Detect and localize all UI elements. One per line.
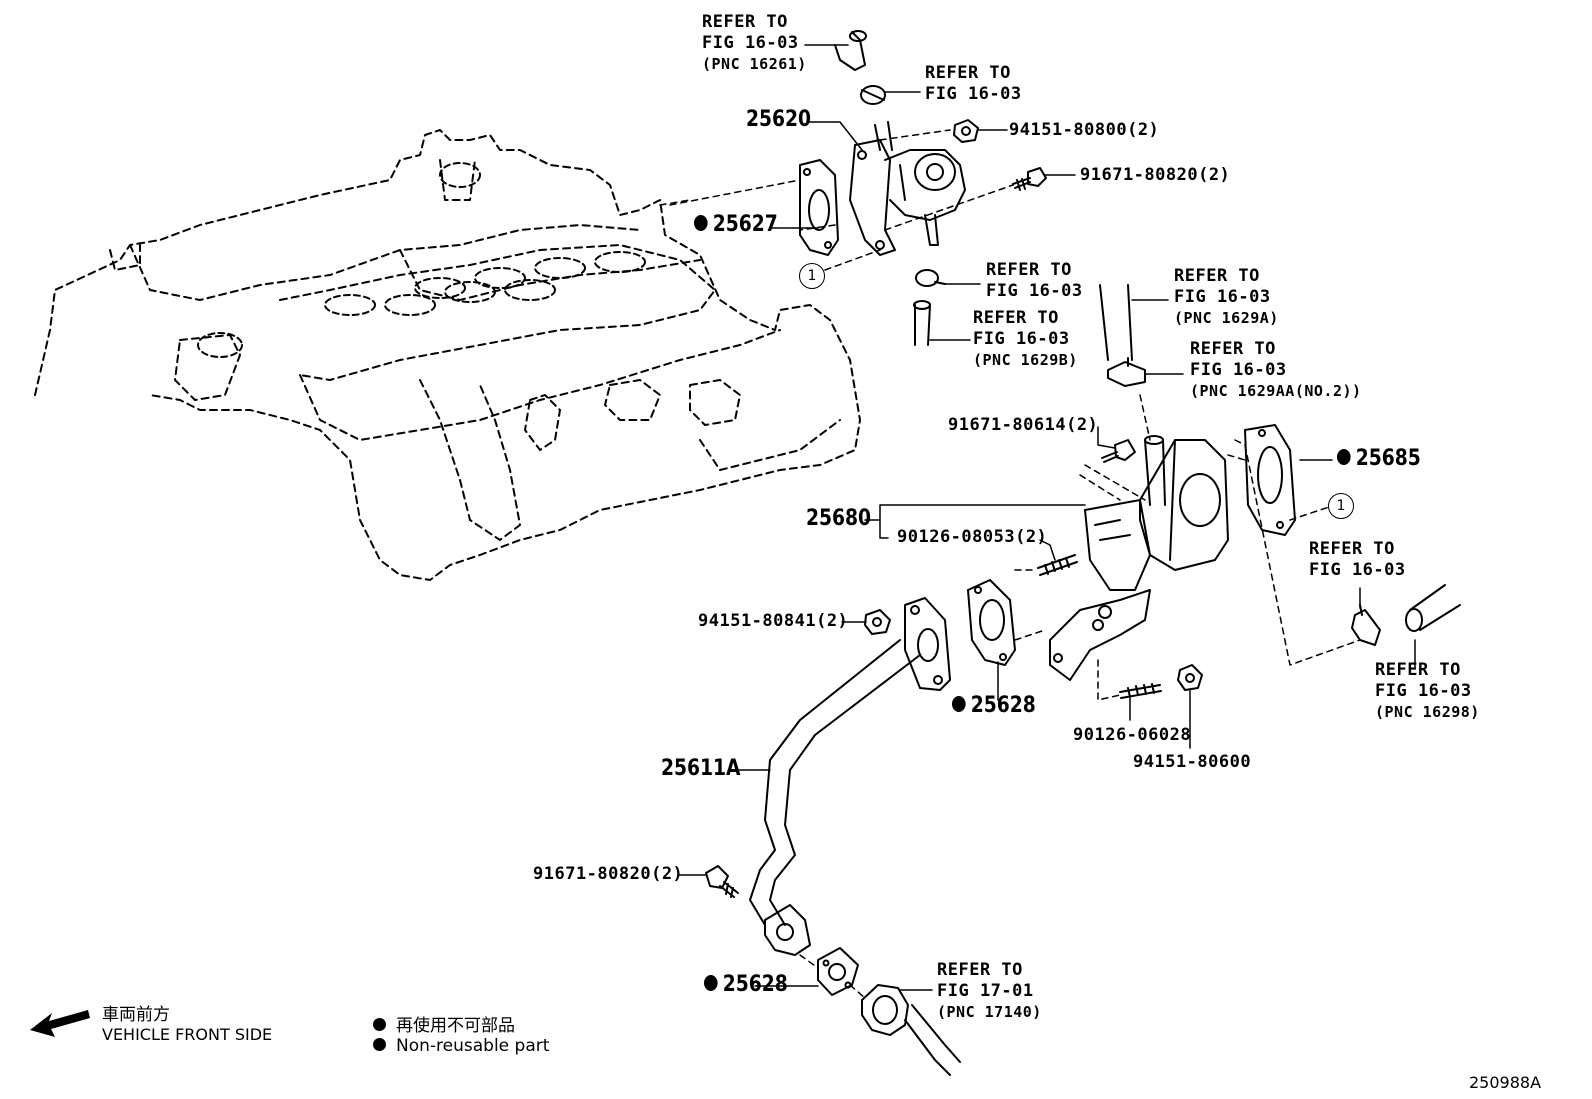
part-label-94151-80800: 94151-80800(2) (1009, 120, 1160, 140)
part-label-25628-low: 25628 (704, 972, 788, 997)
ref-line: REFER TO (937, 960, 1023, 980)
ref-line: (PNC 17140) (937, 1003, 1042, 1021)
cylinder-head-ports (197, 162, 646, 358)
figure-id: 250988A (1469, 1073, 1542, 1092)
ref-line: REFER TO (1174, 266, 1260, 286)
ref-line: FIG 16-03 (973, 329, 1070, 349)
part-number: 25627 (712, 212, 778, 237)
nut-94151-80841 (864, 609, 891, 635)
clamp-top (860, 85, 886, 105)
part-label-90126-08053: 90126-08053(2) (897, 527, 1048, 547)
ref-line: FIG 17-01 (937, 981, 1034, 1001)
callout-1-upper: 1 (799, 263, 825, 289)
part-label-90126-06028: 90126-06028 (1073, 725, 1192, 745)
non-reusable-dot-icon (704, 975, 718, 991)
part-label-25628-mid: 25628 (952, 693, 1036, 718)
hose-1629B (913, 300, 931, 346)
ref-label-clamp-top: REFER TO FIG 16-03 (925, 63, 1022, 105)
non-reusable-dot-icon (373, 1017, 386, 1031)
ref-line: (PNC 16261) (702, 55, 807, 73)
ref-line: REFER TO (1309, 539, 1395, 559)
gasket-25628-mid (967, 579, 1016, 666)
ref-label-1629B: REFER TO FIG 16-03 (PNC 1629B) (973, 308, 1078, 371)
part-label-91671-80614: 91671-80614(2) (948, 415, 1099, 435)
part-label-94151-80841: 94151-80841(2) (698, 611, 849, 631)
ref-line: FIG 16-03 (925, 84, 1022, 104)
stud-90126-08053 (1037, 554, 1078, 576)
bolt-91671-80820-top (1012, 167, 1047, 191)
part-label-25680: 25680 (806, 506, 872, 531)
ref-line: (PNC 1629A) (1174, 309, 1279, 327)
exhaust-flange-17140 (861, 984, 961, 1076)
stud-90126-06028 (1119, 683, 1162, 699)
hose-16298 (1405, 584, 1461, 632)
ref-label-clamp-16298: REFER TO FIG 16-03 (1309, 539, 1406, 581)
legend-text: 再使用不可部品 (396, 1016, 515, 1036)
ref-line: (PNC 1629B) (973, 351, 1078, 369)
ref-line: REFER TO (1375, 660, 1461, 680)
clamp-16298 (1351, 604, 1381, 646)
gasket-25628-low (817, 947, 859, 996)
ref-label-17140: REFER TO FIG 17-01 (PNC 17140) (937, 960, 1042, 1023)
part-label-25611A: 25611A (661, 756, 741, 781)
part-label-94151-80600: 94151-80600 (1133, 752, 1252, 772)
non-reusable-legend-en: Non-reusable part (373, 1036, 549, 1056)
part-number: 25685 (1355, 446, 1421, 471)
ref-line: FIG 16-03 (1174, 287, 1271, 307)
ref-line: FIG 16-03 (1309, 560, 1406, 580)
ref-line: REFER TO (925, 63, 1011, 83)
ref-line: (PNC 1629AA(NO.2)) (1190, 382, 1362, 400)
non-reusable-dot-icon (373, 1037, 386, 1051)
non-reusable-legend-jp: 再使用不可部品 (373, 1011, 515, 1036)
part-number: 25628 (722, 972, 788, 997)
legend-text: Non-reusable part (396, 1036, 550, 1056)
nut-94151-80800 (953, 119, 979, 143)
gasket-25685 (1244, 424, 1296, 536)
leader-lines (677, 44, 1416, 991)
ref-line: FIG 16-03 (702, 33, 799, 53)
ref-line: REFER TO (973, 308, 1059, 328)
ref-label-16298: REFER TO FIG 16-03 (PNC 16298) (1375, 660, 1480, 723)
ref-line: REFER TO (986, 260, 1072, 280)
engine-block (34, 129, 861, 581)
hose-1629A (1099, 284, 1133, 361)
part-label-91671-80820-lower: 91671-80820(2) (533, 864, 684, 884)
hose-16261 (834, 30, 867, 71)
ref-line: FIG 16-03 (1190, 360, 1287, 380)
ref-line: FIG 16-03 (1375, 681, 1472, 701)
gasket-25627 (799, 159, 839, 256)
part-number: 25628 (970, 693, 1036, 718)
ref-line: REFER TO (1190, 339, 1276, 359)
ref-line: REFER TO (702, 12, 788, 32)
ref-label-clamp-mid: REFER TO FIG 16-03 (986, 260, 1083, 302)
ref-label-1629A: REFER TO FIG 16-03 (PNC 1629A) (1174, 266, 1279, 329)
ref-line: (PNC 16298) (1375, 703, 1480, 721)
non-reusable-dot-icon (952, 696, 966, 712)
ref-label-1629AA: REFER TO FIG 16-03 (PNC 1629AA(NO.2)) (1190, 339, 1362, 402)
vehicle-front-jp: 車両前方 (102, 1005, 170, 1025)
part-label-91671-80820-top: 91671-80820(2) (1080, 165, 1231, 185)
nut-94151-80600 (1177, 664, 1203, 691)
egr-pipe-25611A (749, 597, 951, 956)
part-label-25627: 25627 (694, 212, 778, 237)
part-label-25620: 25620 (746, 107, 812, 132)
bolt-91671-80820-lower (705, 865, 739, 898)
egr-valve-25620 (849, 121, 966, 256)
egr-cooler-25680 (1049, 435, 1229, 681)
part-label-25685: 25685 (1337, 446, 1421, 471)
vehicle-front-arrow-icon (30, 1010, 90, 1037)
ref-label-16261: REFER TO FIG 16-03 (PNC 16261) (702, 12, 807, 75)
callout-1-lower: 1 (1328, 493, 1354, 519)
vehicle-front-legend: 車両前方 VEHICLE FRONT SIDE (102, 1000, 272, 1044)
clamp-mid-1 (915, 269, 946, 287)
non-reusable-dot-icon (1337, 449, 1351, 465)
clamp-1629AA (1107, 357, 1146, 387)
bolt-91671-80614 (1101, 439, 1136, 463)
lower-guide-lines (799, 954, 866, 999)
ref-line: FIG 16-03 (986, 281, 1083, 301)
non-reusable-dot-icon (694, 215, 708, 231)
mid-guide-lines (1014, 394, 1361, 701)
vehicle-front-en: VEHICLE FRONT SIDE (102, 1025, 273, 1044)
